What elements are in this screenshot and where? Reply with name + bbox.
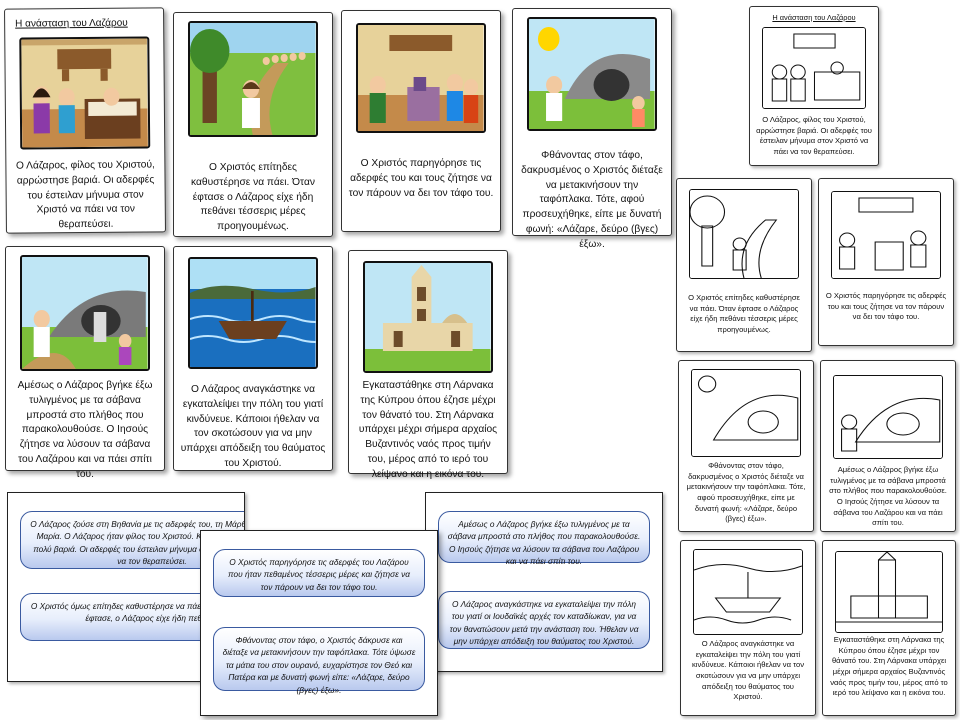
story-card-4: Φθάνοντας στον τάφο, δακρυσμένος ο Χριστ…: [512, 8, 672, 250]
bw-lazarus-illustration: [833, 375, 943, 459]
story-card-6: Ο Λάζαρος αναγκάστηκε να εγκαταλείψει τη…: [173, 246, 333, 471]
road-crowd-illustration: [188, 21, 318, 137]
bw-road-illustration: [689, 189, 799, 279]
story-card-text: Φθάνοντας στον τάφο, δακρυσμένος ο Χριστ…: [521, 150, 663, 250]
worksheet-text-box: Ο Λάζαρος αναγκάστηκε να εγκαταλείψει τη…: [438, 591, 650, 649]
story-title: Η ανάσταση του Λαζάρου: [15, 17, 128, 30]
worksheet-right: Αμέσως ο Λάζαρος βγήκε έξω τυλιγμένος με…: [425, 492, 663, 672]
bw-card-7: Εγκαταστάθηκε στη Λάρνακα της Κύπρου όπο…: [822, 540, 956, 716]
bw-card-text: Ο Χριστός επίτηδες καθυστέρησε να πάει. …: [688, 293, 800, 334]
bw-card-text: Ο Λάζαρος αναγκάστηκε να εγκαταλείψει τη…: [691, 639, 805, 702]
bw-card-3: Ο Χριστός παρηγόρησε τις αδερφές του και…: [818, 178, 954, 346]
bw-card-text: Εγκαταστάθηκε στη Λάρνακα της Κύπρου όπο…: [830, 635, 948, 698]
worksheet-text-box: Φθάνοντας στον τάφο, ο Χριστός δάκρυσε κ…: [213, 627, 425, 695]
story-card-text: Ο Λάζαρος, φίλος του Χριστού, αρρώστησε …: [15, 159, 155, 231]
story-card-text: Ο Χριστός επίτηδες καθυστέρησε να πάει. …: [191, 162, 315, 233]
story-card-1: Η ανάσταση του Λαζάρου Ο Λάζαρος, φίλος …: [4, 7, 166, 234]
bw-card-text: Ο Λάζαρος, φίλος του Χριστού, αρρώστησε …: [756, 115, 872, 156]
story-title: Η ανάσταση του Λαζάρου: [772, 13, 856, 22]
story-card-2: Ο Χριστός επίτηδες καθυστέρησε να πάει. …: [173, 12, 333, 237]
worksheet-text-box: Αμέσως ο Λάζαρος βγήκε έξω τυλιγμένος με…: [438, 511, 650, 566]
boat-illustration: [188, 257, 318, 369]
worksheet-middle: Ο Χριστός παρηγόρησε τις αδερφές του Λαζ…: [200, 530, 438, 716]
bw-boat-illustration: [693, 549, 803, 635]
bw-card-text: Φθάνοντας στον τάφο, δακρυσμένος ο Χριστ…: [686, 461, 806, 524]
church-illustration: [363, 261, 493, 373]
bw-sickbed-illustration: [761, 27, 867, 109]
worksheet-text-box: Ο Χριστός παρηγόρησε τις αδερφές του Λαζ…: [213, 549, 425, 597]
lazarus-emerges-illustration: [20, 255, 150, 371]
bw-card-6: Ο Λάζαρος αναγκάστηκε να εγκαταλείψει τη…: [680, 540, 816, 716]
story-card-text: Εγκαταστάθηκε στη Λάρνακα της Κύπρου όπο…: [358, 380, 498, 480]
story-card-3: Ο Χριστός παρηγόρησε τις αδερφές του και…: [341, 10, 501, 232]
bw-card-2: Ο Χριστός επίτηδες καθυστέρησε να πάει. …: [676, 178, 812, 352]
story-card-7: Εγκαταστάθηκε στη Λάρνακα της Κύπρου όπο…: [348, 250, 508, 480]
tomb-illustration: [527, 17, 657, 131]
story-card-text: Ο Λάζαρος αναγκάστηκε να εγκαταλείψει τη…: [180, 384, 326, 469]
story-card-5: Αμέσως ο Λάζαρος βγήκε έξω τυλιγμένος με…: [5, 246, 165, 480]
bw-card-5: Αμέσως ο Λάζαρος βγήκε έξω τυλιγμένος με…: [820, 360, 956, 532]
story-card-text: Ο Χριστός παρηγόρησε τις αδερφές του και…: [348, 158, 494, 199]
bw-church-illustration: [834, 551, 944, 633]
bw-card-text: Ο Χριστός παρηγόρησε τις αδερφές του και…: [825, 291, 947, 322]
story-card-text: Αμέσως ο Λάζαρος βγήκε έξω τυλιγμένος με…: [17, 380, 153, 480]
bw-tomb-illustration: [691, 369, 801, 457]
house-sisters-illustration: [356, 23, 486, 133]
bw-card-1: Η ανάσταση του Λαζάρου Ο Λάζαρος, φίλος …: [749, 6, 879, 166]
bw-card-4: Φθάνοντας στον τάφο, δακρυσμένος ο Χριστ…: [678, 360, 814, 532]
sickbed-illustration: [19, 36, 151, 150]
bw-house-illustration: [831, 191, 941, 279]
bw-card-text: Αμέσως ο Λάζαρος βγήκε έξω τυλιγμένος με…: [829, 465, 947, 528]
